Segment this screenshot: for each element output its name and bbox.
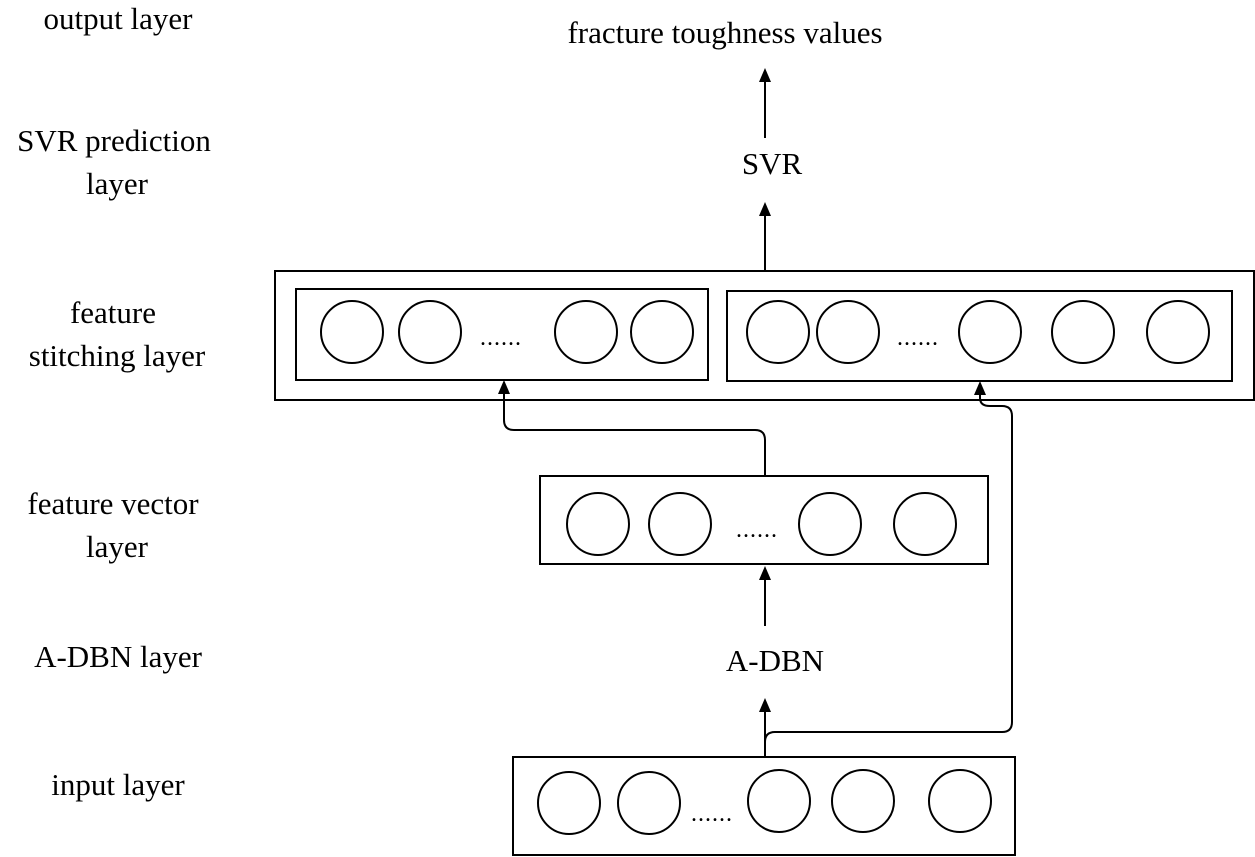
neuron-node xyxy=(746,300,810,364)
neuron-node xyxy=(893,492,957,556)
neuron-node xyxy=(648,492,712,556)
arrowhead xyxy=(498,380,510,394)
output-node-label: fracture toughness values xyxy=(567,15,882,50)
neuron-node xyxy=(320,300,384,364)
feature-stitching-layer-label-line2: stitching layer xyxy=(29,338,206,373)
neuron-node xyxy=(747,769,811,833)
ellipsis: ...... xyxy=(691,801,733,827)
neuron-node xyxy=(816,300,880,364)
ellipsis: ...... xyxy=(736,517,778,543)
neuron-node xyxy=(617,771,681,835)
connectors xyxy=(498,68,1013,757)
feature-vector-layer-label-line2: layer xyxy=(86,529,149,564)
neuron-node xyxy=(554,300,618,364)
arrowhead xyxy=(759,566,771,580)
stitching-left-box xyxy=(295,288,709,381)
input-layer: ...... xyxy=(512,756,1016,856)
neuron-node xyxy=(398,300,462,364)
arrow-vector-to-stitching-left xyxy=(503,392,766,476)
feature-vector-layer-label-line1: feature vector xyxy=(27,486,199,521)
feature-stitching-layer: ...... ...... xyxy=(274,270,1255,401)
ellipsis: ...... xyxy=(480,325,522,351)
feature-stitching-layer-label-line1: feature xyxy=(70,295,156,330)
layer-labels: output layer SVR prediction layer featur… xyxy=(17,1,211,802)
arrowhead xyxy=(759,202,771,216)
adbn-layer-label: A-DBN layer xyxy=(34,639,203,674)
neuron-node xyxy=(958,300,1022,364)
ellipsis: ...... xyxy=(897,325,939,351)
arrowhead xyxy=(974,381,986,395)
svr-prediction-layer-label-line2: layer xyxy=(86,166,149,201)
stitching-right-box xyxy=(726,290,1233,382)
neuron-node xyxy=(537,771,601,835)
neuron-node xyxy=(1051,300,1115,364)
svr-prediction-layer-label-line1: SVR prediction xyxy=(17,123,211,158)
neuron-node xyxy=(798,492,862,556)
output-layer-label: output layer xyxy=(44,1,194,36)
arrowhead xyxy=(759,698,771,712)
svr-node-label: SVR xyxy=(742,146,803,181)
neuron-node xyxy=(928,769,992,833)
feature-vector-layer: ...... xyxy=(539,475,989,565)
input-layer-label: input layer xyxy=(51,767,185,802)
arrowhead xyxy=(759,68,771,82)
arrow-input-to-stitching-right xyxy=(764,393,1013,757)
neuron-node xyxy=(630,300,694,364)
neuron-node xyxy=(566,492,630,556)
adbn-node-label: A-DBN xyxy=(726,643,824,678)
neuron-node xyxy=(831,769,895,833)
neuron-node xyxy=(1146,300,1210,364)
